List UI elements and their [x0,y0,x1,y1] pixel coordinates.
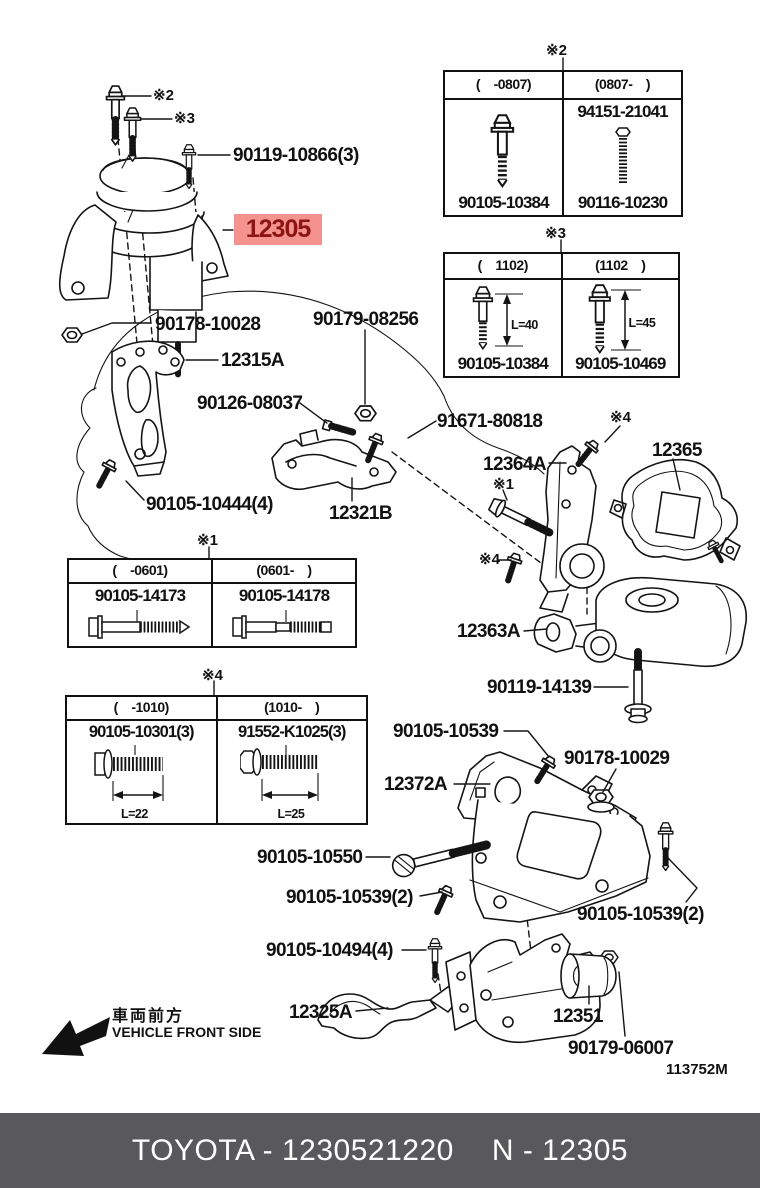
long-bolt-icon [391,840,492,878]
date-range-header: (1102 ) [560,254,679,278]
bracket-12364A-drawing [539,445,605,613]
front-side-label-en: VEHICLE FRONT SIDE [112,1024,262,1040]
part-label-90126-08037[interactable]: 90126-08037 [197,393,303,414]
footer-catalog-number: TOYOTA - 1230521220 [131,1133,454,1167]
part-label-90179-06007[interactable]: 90179-06007 [568,1038,674,1059]
part-label-90119-10866[interactable]: 90119-10866(3) [233,145,359,166]
part-label-90105-10539[interactable]: 90105-10539 [393,721,499,742]
ref-mark-3: ※3 [545,225,566,242]
ref-mark-2: ※2 [153,87,174,104]
bolt-with-dimension-icon [94,745,164,801]
part-number[interactable]: 90116-10230 [577,193,668,212]
date-range-header: (0601- ) [211,560,355,582]
part-label-90105-10539-2[interactable]: 90105-10539(2) [286,887,413,908]
length-dimension: L=40 [511,318,538,332]
ref-mark-4: ※4 [610,409,631,426]
ref-mark-4: ※4 [202,667,223,684]
part-label-90178-10029[interactable]: 90178-10029 [564,748,670,769]
part-label-12364A[interactable]: 12364A [483,454,547,475]
part-label-90105-10444[interactable]: 90105-10444(4) [146,494,273,515]
part-label-90105-10550[interactable]: 90105-10550 [257,847,363,868]
part-label-12372A[interactable]: 12372A [384,774,448,795]
flanged-nut-icon [587,789,615,813]
bracket-12372A-drawing [457,751,651,923]
date-range-header: ( -1010) [113,699,170,715]
part-label-90105-10539-2[interactable]: 90105-10539(2) [577,904,704,925]
ref-mark-3: ※3 [174,110,195,127]
cover-12365-drawing [609,458,741,561]
length-dimension: L=22 [121,807,148,821]
selected-part-label-12305[interactable]: 12305 [234,214,322,245]
part-label-90105-10494[interactable]: 90105-10494(4) [266,940,393,961]
length-dimension: L=45 [628,316,656,330]
bolt-icon [658,823,672,871]
part-label-12325A[interactable]: 12325A [289,1002,353,1023]
bolt-icon [107,86,125,145]
part-number[interactable]: 91552-K1025(3) [237,723,346,741]
front-direction-arrow-icon [42,1017,110,1056]
bolt-icon [93,458,119,489]
part-label-91671-80818[interactable]: 91671-80818 [437,411,543,432]
variant-table-3: ( 1102) (1102 ) L=40 90105-10384 [443,252,680,378]
length-dimension: L=25 [277,807,305,821]
bolt-icon [88,610,191,639]
part-label-90178-10028[interactable]: 90178-10028 [155,314,261,335]
footer-figure-number: N - 12305 [491,1133,629,1167]
bolt-icon [232,610,332,639]
stud-bolt-icon [615,127,631,184]
part-label-90119-14139[interactable]: 90119-14139 [487,677,592,698]
ref-mark-1: ※1 [493,476,514,493]
variant-table-2: ( -0807) (0807- ) 90105-10384 94151-2104… [443,70,683,217]
bracket-12321B-drawing [271,429,397,491]
bolt-icon [501,552,523,583]
nut-icon [354,405,377,422]
date-range-header: ( -0601) [112,562,168,578]
part-number[interactable]: 90105-10469 [575,354,666,373]
drawing-code: 113752M [666,1061,728,1078]
part-number[interactable]: 90105-10384 [457,354,549,373]
date-range-header: (0807- ) [562,72,681,98]
variant-table-4: ( -1010) (1010- ) 90105-10301(3) L=22 91… [65,695,368,825]
part-label-12365[interactable]: 12365 [652,440,702,461]
bolt-icon [490,114,516,190]
part-label-12351[interactable]: 12351 [553,1006,603,1027]
variant-table-1: ( -0601) (0601- ) 90105-14173 90105-1417… [67,558,357,648]
part-number[interactable]: 90105-10301(3) [88,723,195,741]
part-label-90179-08256[interactable]: 90179-08256 [313,309,419,330]
date-range-header: ( -0807) [475,76,532,92]
ref-mark-1: ※1 [197,532,218,549]
part-label-12315A[interactable]: 12315A [221,350,285,371]
bolt-icon [124,108,140,161]
part-label-12321B[interactable]: 12321B [329,503,393,524]
ref-mark-2: ※2 [546,42,567,59]
torque-rod-12363A-drawing [533,576,747,668]
bracket-12315A-drawing [111,340,185,477]
part-number[interactable]: 90105-14178 [238,586,330,605]
long-bolt-icon [488,497,555,538]
part-label-12363A[interactable]: 12363A [457,621,521,642]
bolt-with-dimension-icon [239,745,319,801]
nut-icon [61,327,83,343]
part-number[interactable]: 90105-14173 [94,586,186,605]
bolt-icon [428,939,441,983]
leader-lines [81,57,698,1037]
stud-bolt-icon [321,419,357,436]
ref-mark-4: ※4 [479,551,500,568]
bolt-with-dimension-icon [471,284,523,356]
long-bolt-icon [624,648,652,724]
date-range-header: (1010- ) [215,697,367,719]
bolt-icon [431,884,455,915]
part-number[interactable]: 94151-21041 [577,102,668,121]
part-number[interactable]: 90105-10384 [458,193,549,212]
bolt-with-dimension-icon [587,282,641,358]
front-side-label-jp: 車両前方 [112,1008,185,1025]
footer-bar: TOYOTA - 1230521220 N - 12305 [0,1113,760,1188]
date-range-header: ( 1102) [477,257,529,273]
damper-12351-drawing [560,953,617,999]
